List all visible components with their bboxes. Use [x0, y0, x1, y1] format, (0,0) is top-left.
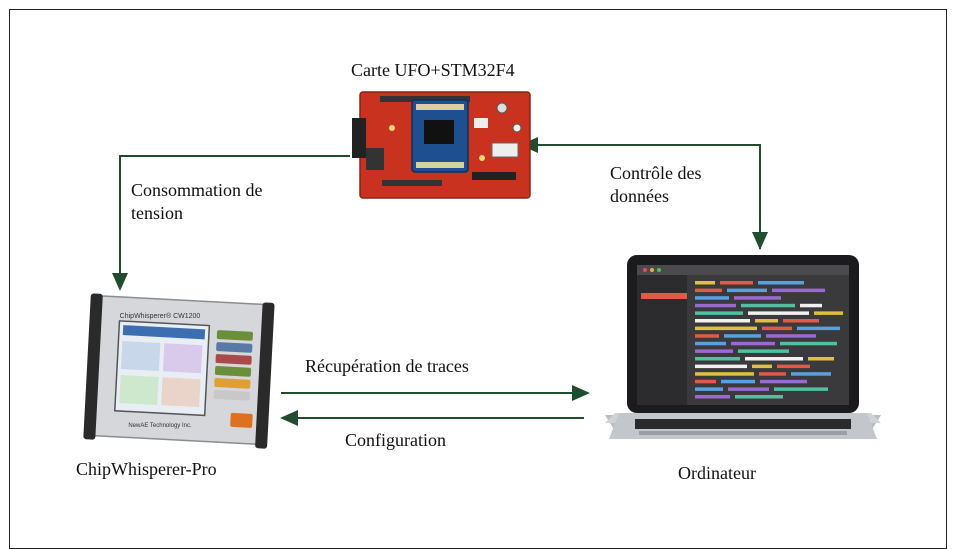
board-label: Carte UFO+STM32F4 [351, 60, 515, 80]
computer-label: Ordinateur [678, 463, 756, 483]
code-line [695, 349, 733, 353]
data-control-label-line1: Contrôle des [610, 163, 702, 183]
data-control-label-line2: données [610, 186, 669, 206]
code-line [745, 357, 803, 361]
board-image [352, 91, 531, 199]
code-line [731, 341, 775, 346]
power-label-line2: tension [131, 203, 183, 223]
code-line [724, 334, 761, 338]
code-line [734, 296, 781, 300]
code-line [695, 288, 722, 293]
code-line [695, 311, 743, 315]
config-label: Configuration [345, 430, 446, 450]
code-line [695, 296, 729, 300]
code-line [772, 288, 825, 293]
traces-label: Récupération de traces [305, 356, 469, 376]
chipwhisperer-label: ChipWhisperer-Pro [76, 459, 217, 479]
code-line [777, 364, 810, 369]
power-arrow [112, 155, 350, 291]
code-line [760, 379, 807, 384]
connector-layer [112, 137, 768, 426]
code-line [759, 372, 786, 376]
code-line [783, 319, 819, 323]
code-line [695, 303, 736, 308]
code-line [766, 334, 816, 338]
code-line [695, 387, 723, 391]
code-line [727, 288, 767, 293]
code-line [695, 326, 757, 331]
code-line [728, 387, 769, 391]
device-brand-text: NewAE Technology Inc. [128, 423, 192, 429]
code-line [758, 281, 804, 285]
code-line [741, 303, 795, 308]
code-line [695, 319, 750, 323]
code-line [720, 281, 753, 285]
code-line [755, 319, 778, 323]
laptop-image [605, 255, 881, 439]
code-line [721, 379, 755, 384]
code-line [695, 379, 716, 384]
code-line [797, 326, 840, 331]
code-line [791, 372, 831, 376]
chipwhisperer-image: ChipWhisperer® CW1200 NewAE Technology I… [83, 293, 275, 449]
code-line [695, 357, 740, 361]
code-line [762, 326, 792, 331]
code-line [814, 311, 843, 315]
device-title-text: ChipWhisperer® CW1200 [120, 312, 201, 320]
code-line [695, 281, 715, 285]
power-label-line1: Consommation de [131, 180, 263, 200]
code-line [695, 372, 754, 376]
code-line [780, 341, 837, 346]
code-line [748, 311, 809, 315]
code-line [808, 357, 834, 361]
code-line [752, 364, 772, 369]
code-line [738, 349, 789, 353]
code-line [800, 303, 822, 308]
code-line [695, 395, 730, 399]
code-line [695, 364, 747, 369]
code-line [695, 341, 726, 346]
code-line [735, 395, 783, 399]
code-line [695, 334, 719, 338]
code-line [774, 387, 828, 391]
